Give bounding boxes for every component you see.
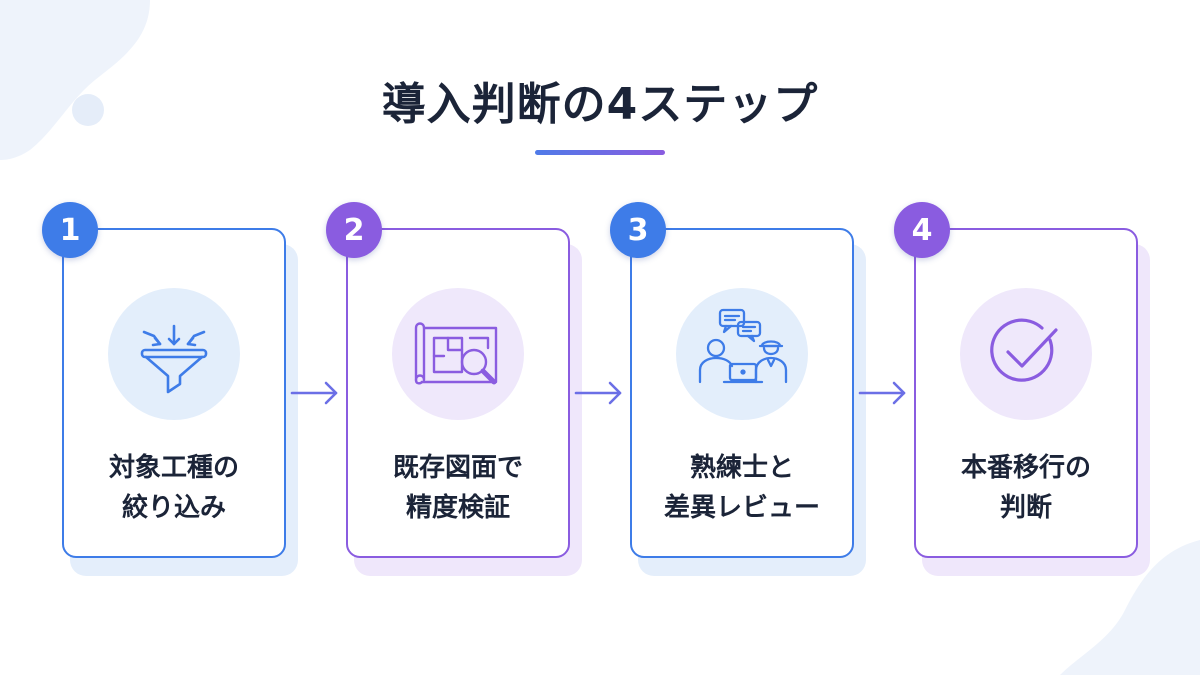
expert-consultation-icon [698,308,788,384]
step-label-4-line2: 判断 [999,493,1052,523]
step-label-3-line2: 差異レビュー [663,493,820,523]
title-underline [535,150,665,155]
step-badge-2: 2 [326,202,382,258]
step-label-1-line1: 対象工種の [108,453,239,483]
step-label-4: 本番移行の 判断 [914,448,1138,528]
icon-circle-3 [676,288,808,420]
step-label-3-line1: 熟練士と [689,453,794,483]
step-label-4-line1: 本番移行の [960,453,1091,483]
step-label-1-line2: 絞り込み [121,493,226,523]
step-label-2-line2: 精度検証 [405,493,510,523]
step-badge-1: 1 [42,202,98,258]
step-label-3: 熟練士と 差異レビュー [630,448,854,528]
icon-circle-2 [392,288,524,420]
arrow-right-icon-1 [290,381,338,405]
icon-circle-4 [960,288,1092,420]
arrow-right-icon-2 [574,381,622,405]
funnel-icon [140,324,208,394]
step-label-1: 対象工種の 絞り込み [62,448,286,528]
arrow-right-icon-3 [858,381,906,405]
blueprint-magnifier-icon [414,322,498,385]
page-title: 導入判断の4ステップ [381,79,819,130]
icon-circle-1 [108,288,240,420]
step-badge-4: 4 [894,202,950,258]
checkmark-circle-icon [990,318,1058,382]
step-label-2-line1: 既存図面で [392,453,523,483]
step-label-2: 既存図面で 精度検証 [346,448,570,528]
step-badge-3: 3 [610,202,666,258]
